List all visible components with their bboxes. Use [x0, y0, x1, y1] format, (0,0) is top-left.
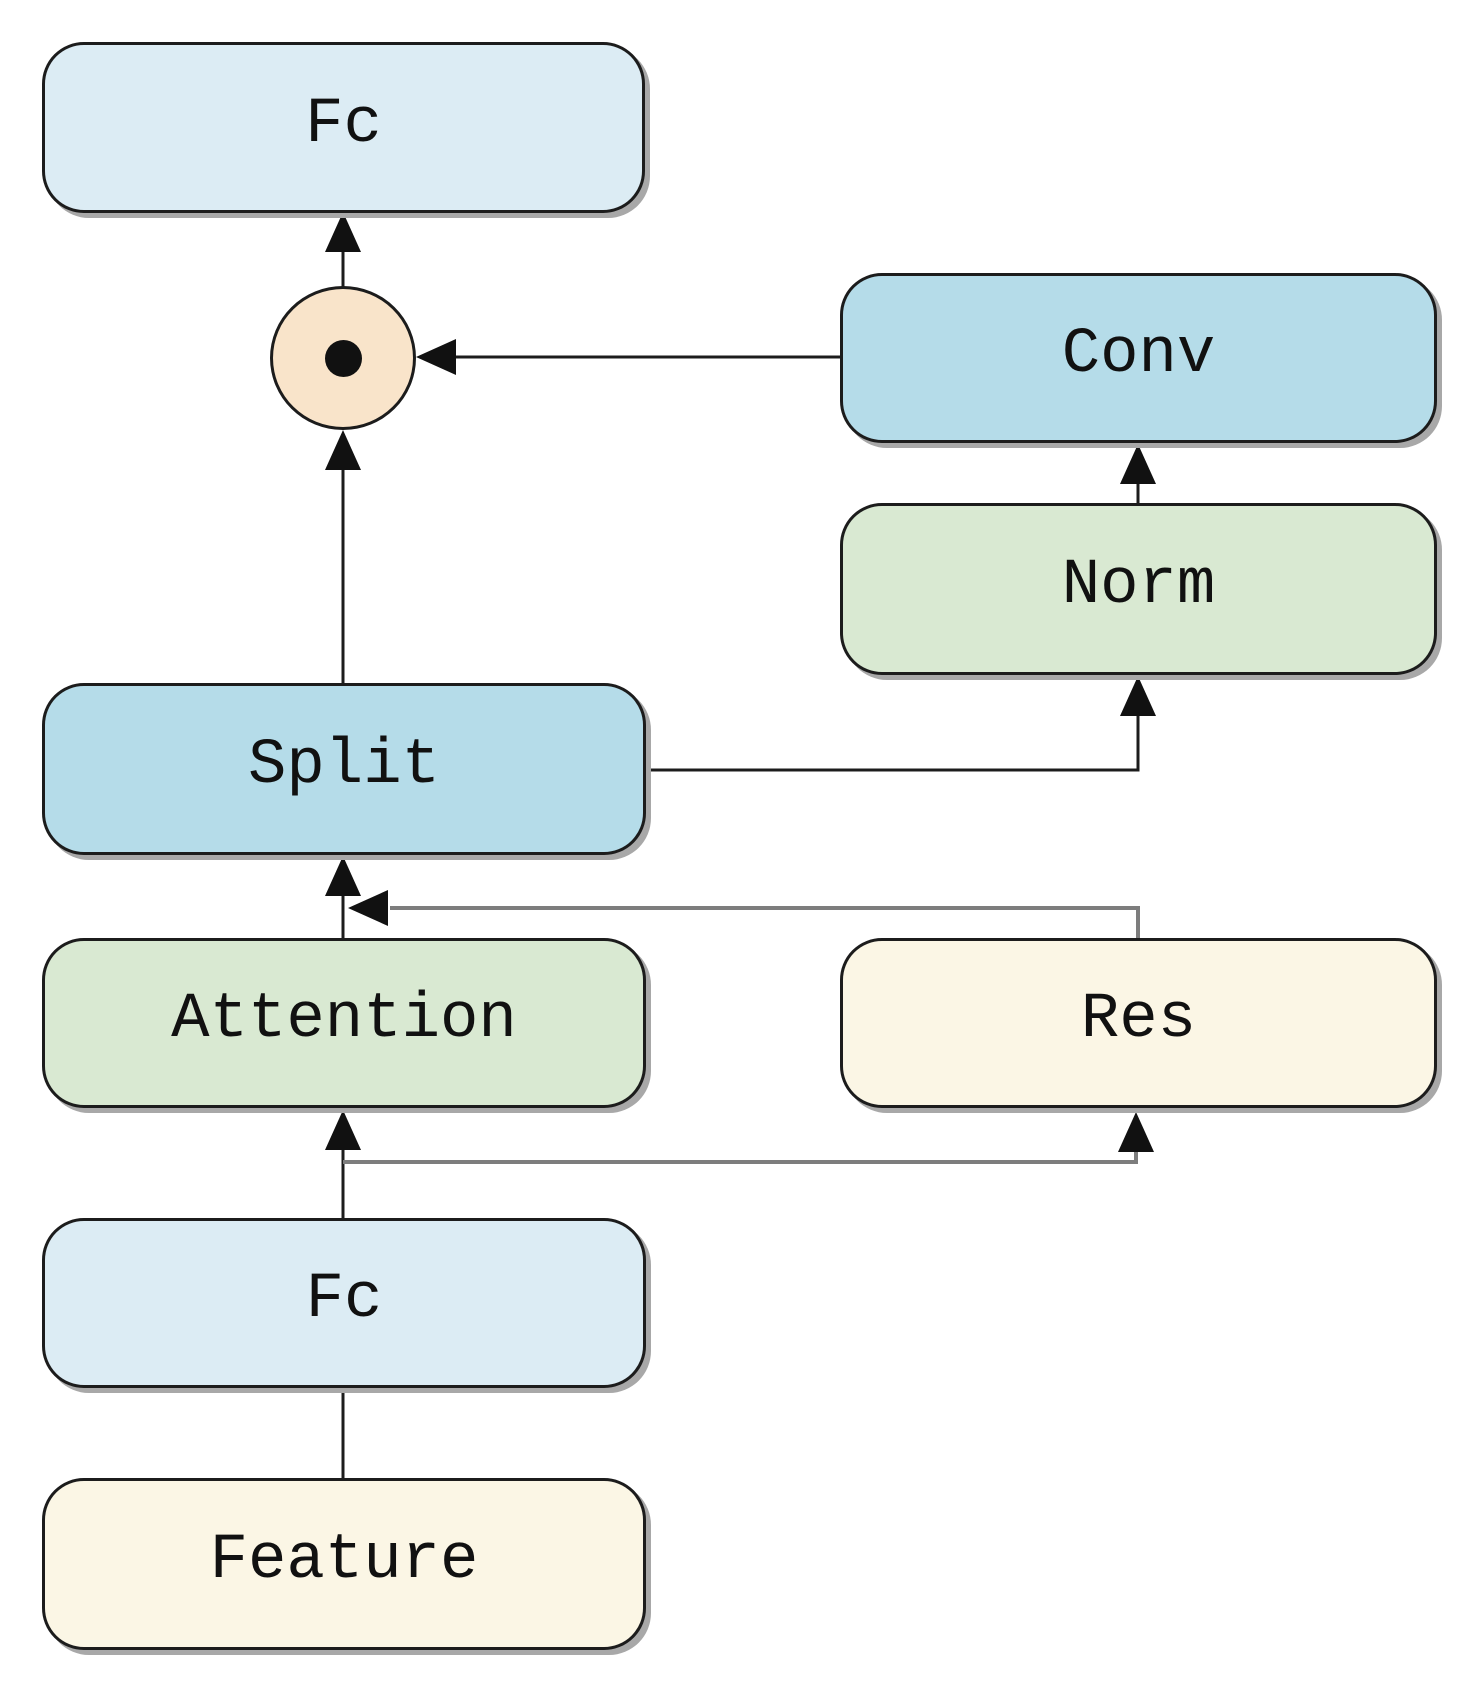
node-split: Split — [42, 683, 646, 855]
arrowhead-into-res — [1118, 1112, 1154, 1152]
node-fc-top-label: Fc — [305, 88, 382, 161]
node-fc-bottom: Fc — [42, 1218, 646, 1388]
node-split-label: Split — [247, 730, 441, 802]
arrowhead-into-split — [325, 856, 361, 896]
edge-res-to-split-merge — [390, 906, 1140, 938]
edge-split-to-norm — [646, 712, 1140, 772]
node-norm: Norm — [840, 503, 1437, 675]
arrowhead-into-attention — [325, 1110, 361, 1150]
arrowhead-into-multiply-bottom — [325, 430, 361, 470]
node-conv-label: Conv — [1061, 319, 1216, 391]
elementwise-product-operator — [270, 286, 416, 430]
arrowhead-res-merge — [348, 890, 388, 926]
edge-branch-to-res — [343, 1150, 1138, 1164]
product-dot-icon — [324, 339, 362, 377]
node-attention-label: Attention — [171, 984, 517, 1056]
arrowhead-into-conv — [1120, 444, 1156, 484]
node-fc-top: Fc — [42, 42, 645, 213]
node-res: Res — [840, 938, 1437, 1108]
node-res-label: Res — [1080, 984, 1197, 1056]
node-fc-bottom-label: Fc — [305, 1264, 383, 1336]
arrowhead-into-fc-top — [325, 212, 361, 252]
arrowhead-into-norm — [1120, 676, 1156, 716]
node-norm-label: Norm — [1061, 550, 1216, 622]
node-conv: Conv — [840, 273, 1437, 443]
arrowhead-into-multiply-right — [416, 339, 456, 375]
node-attention: Attention — [42, 938, 646, 1108]
node-feature: Feature — [42, 1478, 646, 1650]
node-feature-label: Feature — [209, 1525, 479, 1597]
